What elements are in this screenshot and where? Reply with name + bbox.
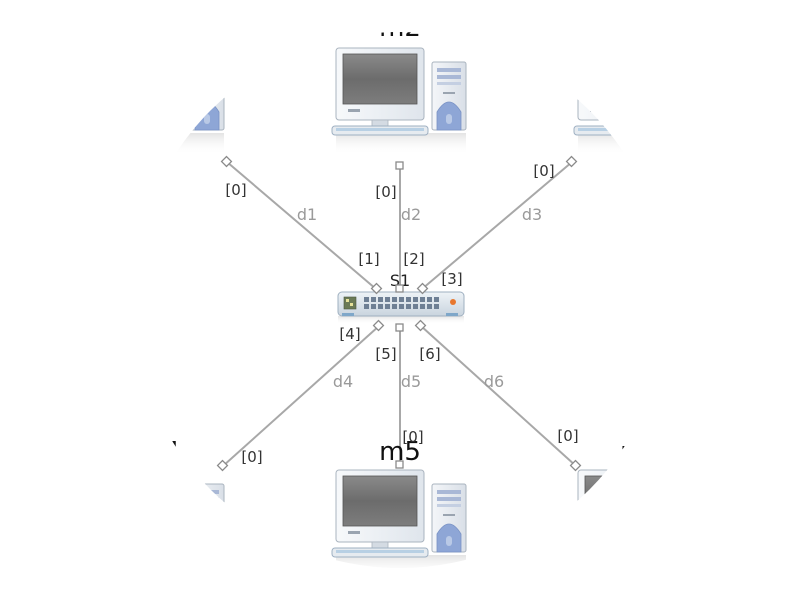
- network-switch-icon: [337, 291, 465, 324]
- port-dot[interactable]: [414, 319, 427, 332]
- port-label: [1]: [358, 250, 379, 268]
- port-label: [2]: [403, 250, 424, 268]
- host-label: m4: [138, 437, 180, 467]
- port-label: [0]: [402, 428, 423, 446]
- link-labels: d1 d2 d3 d4 d5 d6: [297, 205, 542, 391]
- host-m4[interactable]: m4: [90, 437, 225, 577]
- port-label: [0]: [557, 427, 578, 445]
- links-layer: [222, 161, 577, 467]
- port-label: [6]: [419, 345, 440, 363]
- host-m6[interactable]: m6: [573, 437, 708, 577]
- switch-s1[interactable]: S1: [337, 271, 465, 324]
- port-label: [4]: [339, 325, 360, 343]
- link-label-d3: d3: [522, 205, 542, 224]
- port-label: [0]: [225, 181, 246, 199]
- diagram-viewport: m2 m4 m5 m6: [90, 13, 708, 577]
- port-dot[interactable]: [372, 319, 385, 332]
- port-dot[interactable]: [395, 460, 404, 469]
- port-dot[interactable]: [395, 284, 404, 293]
- link-line-d3[interactable]: [421, 161, 573, 290]
- host-label: m6: [620, 437, 662, 467]
- link-line-d1[interactable]: [226, 161, 377, 290]
- port-dot[interactable]: [569, 459, 582, 472]
- switch-port-labels: [1] [2] [3] [4] [5] [6]: [339, 250, 462, 363]
- link-label-d5: d5: [401, 372, 421, 391]
- link-label-d1: d1: [297, 205, 317, 224]
- link-line-d4[interactable]: [222, 325, 380, 467]
- switch-label: S1: [390, 271, 410, 290]
- host-m2[interactable]: m2: [331, 13, 467, 156]
- desktop-computer-icon: [573, 469, 668, 568]
- port-dot[interactable]: [370, 282, 383, 295]
- desktop-computer-icon: [331, 469, 467, 568]
- ports-layer: [216, 155, 582, 472]
- port-dot[interactable]: [565, 155, 578, 168]
- port-dot[interactable]: [216, 459, 229, 472]
- host-label: m2: [379, 13, 421, 43]
- desktop-computer-icon: [132, 47, 225, 156]
- port-label: [5]: [375, 345, 396, 363]
- port-dot[interactable]: [416, 282, 429, 295]
- port-label: [3]: [441, 270, 462, 288]
- host-port-labels: [0] [0] [0] [0] [0] [0]: [225, 162, 578, 466]
- desktop-computer-icon: [132, 469, 225, 568]
- host-m3[interactable]: [573, 47, 708, 156]
- port-dot[interactable]: [220, 155, 233, 168]
- port-dot[interactable]: [395, 161, 404, 170]
- link-label-d4: d4: [333, 372, 353, 391]
- port-dot[interactable]: [395, 323, 404, 332]
- desktop-computer-icon: [573, 47, 668, 156]
- host-m5[interactable]: m5: [331, 437, 467, 577]
- port-label: [0]: [375, 183, 396, 201]
- link-label-d2: d2: [401, 205, 421, 224]
- port-label: [0]: [533, 162, 554, 180]
- host-m1[interactable]: [90, 47, 225, 156]
- link-line-d6[interactable]: [420, 325, 577, 467]
- port-label: [0]: [241, 448, 262, 466]
- link-label-d6: d6: [484, 372, 504, 391]
- desktop-computer-icon: [331, 47, 467, 156]
